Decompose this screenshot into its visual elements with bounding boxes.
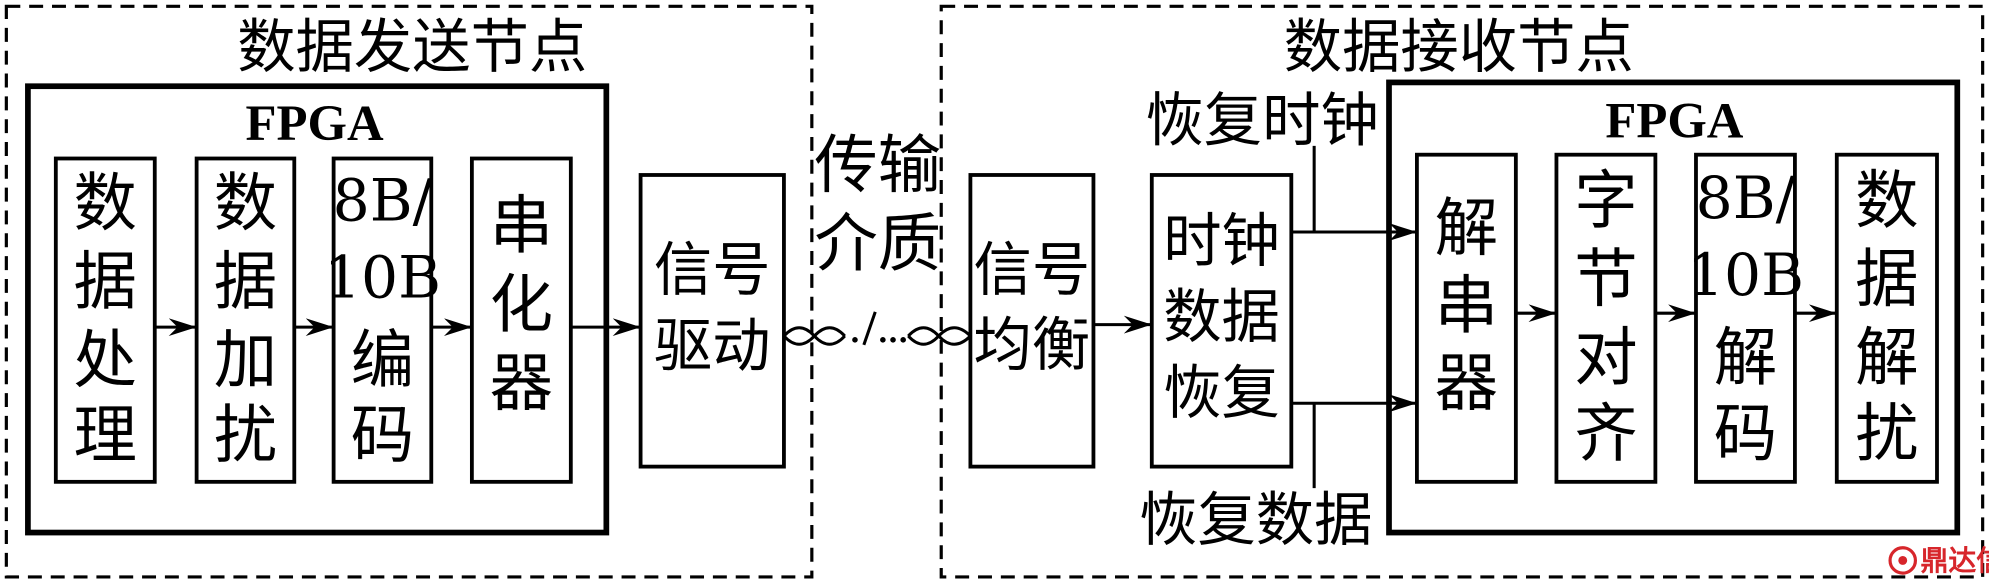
block-data-scrambling-box [194, 156, 297, 484]
watermark-logo-icon-dot [1898, 556, 1908, 565]
cable-break-dot [880, 337, 886, 343]
block-label-line: 串 [490, 189, 553, 263]
block-clock-data-recovery: 时钟 数据 恢复 [1149, 173, 1294, 469]
watermark-logo: 鼎达信 [1888, 544, 1989, 577]
block-clock-data-recovery-box [1149, 173, 1294, 469]
block-label-line: 节 [1574, 242, 1637, 316]
block-label-line: 10B [324, 244, 441, 312]
block-label-line: 编 [351, 323, 414, 397]
sender-fpga-label: FPGA [246, 95, 384, 151]
block-signal-equalizer-box [968, 173, 1096, 469]
block-8b10b-encoding-box [331, 156, 434, 484]
block-label-line: 数 [1855, 163, 1918, 237]
block-label-line: 扰 [214, 398, 277, 472]
block-label-line: 据 [1855, 242, 1918, 316]
sender-node-title: 数据发送节点 [237, 13, 587, 81]
cable-break-dot [900, 337, 906, 343]
block-label-line: 数 [74, 166, 137, 240]
block-label-line: 处 [74, 323, 137, 397]
block-label-line: 据 [214, 244, 277, 318]
block-label-line: 码 [1714, 397, 1777, 471]
block-data-descrambling: 数 据 解 扰 [1834, 152, 1939, 484]
block-label-line: 对 [1574, 321, 1637, 395]
block-data-descrambling-box [1834, 152, 1939, 484]
block-data-scrambling: 数 据 加 扰 [194, 156, 297, 484]
block-label-line: 扰 [1855, 397, 1918, 471]
block-signal-equalizer: 信号 均衡 [968, 173, 1096, 469]
block-label-line: 时钟 [1163, 207, 1280, 275]
cable-strand-left-b [782, 326, 846, 346]
block-label-line: 码 [351, 398, 414, 472]
block-byte-alignment-box [1554, 152, 1658, 484]
block-signal-driver-box [638, 173, 786, 469]
block-label-line: 恢复 [1163, 359, 1280, 427]
block-byte-alignment: 字 节 对 齐 [1554, 152, 1658, 484]
block-serializer: 串 化 器 [469, 156, 573, 484]
block-label-line: 均衡 [974, 311, 1091, 379]
block-8b10b-encoding: 8B/ 10B 编 码 [324, 156, 441, 484]
block-label-line: 器 [1435, 346, 1498, 420]
block-label-line: 字 [1574, 163, 1637, 237]
block-label-line: 8B/ [1696, 164, 1796, 232]
receiver-node-title: 数据接收节点 [1284, 13, 1634, 81]
watermark-logo-icon [1888, 546, 1918, 575]
sender-node-boundary [4, 4, 814, 579]
cable-break-slash [862, 311, 877, 346]
cable-break-dot [890, 337, 896, 343]
medium-label-line: 介质 [814, 206, 941, 280]
block-label-line: 器 [490, 346, 553, 420]
sender-fpga-box [25, 83, 610, 536]
cable-break-dot [852, 337, 858, 343]
receiver-fpga-label: FPGA [1605, 92, 1743, 148]
twisted-pair-cable [782, 311, 972, 346]
block-data-processing: 数 据 处 理 [53, 156, 157, 484]
block-serializer-box [469, 156, 573, 484]
receiver-node-boundary [939, 4, 1985, 579]
cable-strand-right-b [907, 326, 972, 346]
recovered-data-label: 恢复数据 [1139, 486, 1372, 554]
block-deserializer-box [1415, 152, 1518, 484]
block-label-line: 齐 [1574, 397, 1637, 471]
block-label-line: 信号 [654, 236, 771, 304]
block-label-line: 解 [1435, 191, 1498, 265]
block-data-processing-box [53, 156, 157, 484]
block-label-line: 驱动 [654, 312, 771, 380]
block-label-line: 据 [74, 244, 137, 318]
block-label-line: 数据 [1163, 283, 1280, 351]
block-label-line: 解 [1714, 321, 1777, 395]
watermark-text: 鼎达信 [1921, 544, 1989, 577]
block-label-line: 8B/ [333, 166, 433, 234]
block-label-line: 信号 [974, 236, 1091, 304]
recovered-clock-label: 恢复时钟 [1145, 86, 1378, 154]
block-label-line: 理 [74, 398, 137, 472]
receiver-fpga-box [1386, 79, 1961, 536]
medium-label-line: 传输 [814, 128, 941, 202]
block-label-line: 加 [214, 323, 277, 397]
block-8b10b-decoding: 8B/ 10B 解 码 [1687, 152, 1804, 484]
block-8b10b-decoding-box [1694, 152, 1797, 484]
block-label-line: 10B [1687, 241, 1804, 309]
block-signal-driver: 信号 驱动 [638, 173, 786, 469]
block-label-line: 数 [214, 166, 277, 240]
block-label-line: 化 [490, 267, 553, 341]
block-label-line: 解 [1855, 321, 1918, 395]
block-deserializer: 解 串 器 [1415, 152, 1518, 484]
block-label-line: 串 [1435, 269, 1498, 343]
